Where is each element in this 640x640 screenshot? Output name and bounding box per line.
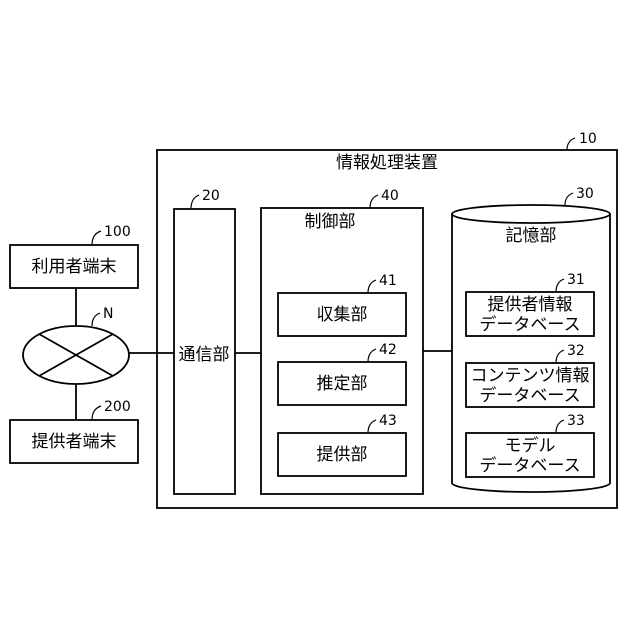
comm-unit-label: 通信部 — [179, 345, 230, 365]
provider-db-line1: 提供者情報 — [488, 295, 573, 315]
model-db-line2: データベース — [479, 455, 580, 476]
providing-unit-ref: 43 — [379, 413, 397, 429]
estimation-unit-ref: 42 — [379, 342, 397, 358]
collection-unit-ref: 41 — [379, 273, 397, 289]
content-db-line2: データベース — [479, 385, 580, 406]
model-db-line1: モデル — [505, 435, 556, 456]
storage-unit-label: 記憶部 — [506, 226, 557, 246]
model-db-ref: 33 — [567, 413, 585, 429]
device-ref: 10 — [579, 131, 597, 147]
provider-terminal-label: 提供者端末 — [32, 432, 117, 452]
content-db-line1: コンテンツ情報 — [471, 366, 590, 386]
device-label: 情報処理装置 — [336, 153, 438, 173]
estimation-unit-label: 推定部 — [317, 374, 368, 394]
storage-unit-ref: 30 — [576, 186, 594, 202]
user-terminal: 利用者端末 100 — [10, 224, 138, 288]
control-unit-label: 制御部 — [305, 212, 356, 232]
storage-unit: 記憶部 30 提供者情報 データベース 31 コンテンツ情報 データベース 32… — [452, 186, 610, 492]
network-ref: N — [103, 306, 113, 322]
communication-unit: 通信部 20 — [174, 188, 235, 494]
control-unit: 制御部 40 収集部 41 推定部 42 提供部 43 — [261, 188, 423, 494]
user-terminal-ref: 100 — [104, 224, 131, 240]
control-unit-ref: 40 — [381, 188, 399, 204]
user-terminal-label: 利用者端末 — [32, 257, 117, 277]
provider-db-line2: データベース — [479, 314, 580, 335]
providing-unit-label: 提供部 — [317, 445, 368, 465]
provider-terminal: 提供者端末 200 — [10, 399, 138, 463]
comm-unit-ref: 20 — [202, 188, 220, 204]
content-db-ref: 32 — [567, 343, 585, 359]
provider-terminal-ref: 200 — [104, 399, 131, 415]
provider-db-ref: 31 — [567, 272, 585, 288]
collection-unit-label: 収集部 — [317, 305, 368, 325]
